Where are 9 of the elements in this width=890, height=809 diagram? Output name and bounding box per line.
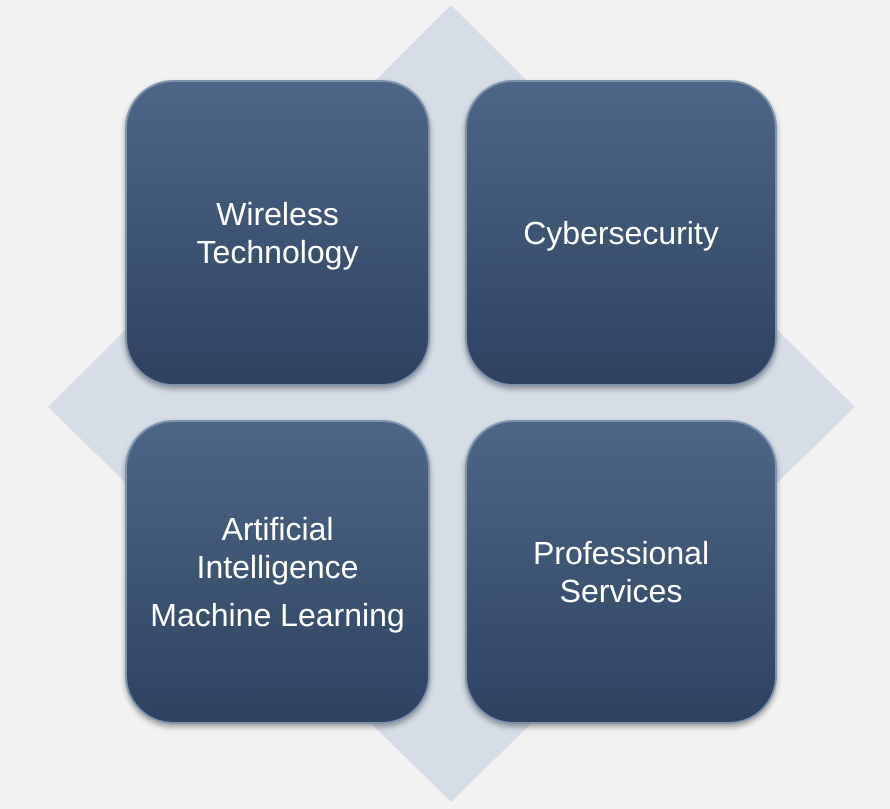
rounded-box — [465, 80, 777, 386]
box-label: Professional Services — [532, 534, 710, 610]
box-label: Cybersecurity — [523, 214, 719, 252]
box-label: Wireless Technology — [196, 195, 360, 271]
box-label: Machine Learning — [150, 596, 405, 634]
rounded-box — [125, 420, 430, 724]
rounded-box — [125, 80, 430, 386]
box-label: Artificial Intelligence — [196, 510, 360, 586]
rounded-box — [465, 420, 777, 724]
